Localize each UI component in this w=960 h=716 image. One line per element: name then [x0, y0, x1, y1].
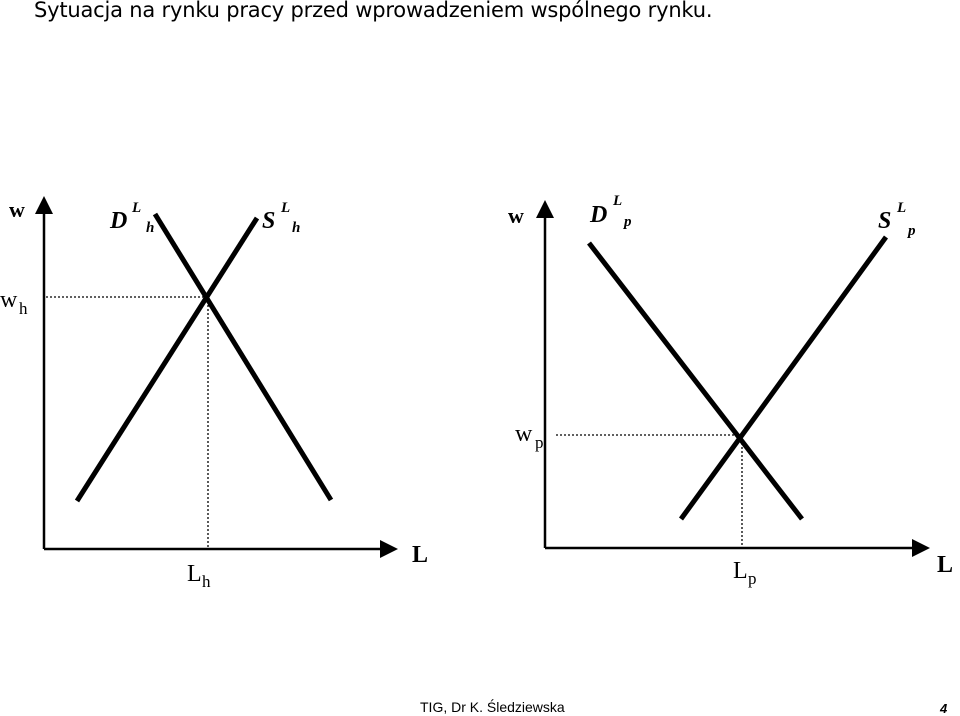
right-eq-labor-label: L p	[733, 558, 757, 588]
right-y-axis-label: w	[508, 203, 524, 228]
right-supply-curve	[678, 235, 889, 521]
right-eq-wage-main: w	[515, 421, 533, 447]
left-supply-label-sub: h	[292, 220, 300, 236]
left-x-axis-arrow	[380, 540, 398, 558]
left-eq-labor-label: L h	[187, 561, 211, 591]
left-demand-label: D L h	[109, 200, 154, 236]
left-supply-label-sup: L	[280, 200, 290, 216]
left-x-axis-label: L	[412, 542, 428, 568]
right-demand-curve	[587, 241, 804, 521]
right-demand-label-sub: p	[622, 214, 632, 230]
right-supply-label-sub: p	[906, 223, 916, 239]
left-panel: w L D L h S L h w h L h	[0, 196, 428, 591]
right-supply-label: S L p	[878, 200, 916, 239]
left-y-axis-arrow	[35, 196, 53, 214]
left-supply-label: S L h	[262, 200, 300, 236]
right-panel: w L D L p S L p w p L p	[508, 193, 953, 588]
left-eq-labor-sub: h	[202, 572, 211, 591]
left-eq-wage-sub: h	[19, 299, 28, 318]
right-eq-wage-label: w p	[515, 421, 544, 452]
left-supply-curve	[74, 216, 260, 503]
left-eq-wage-main: w	[0, 287, 18, 313]
left-demand-label-sub: h	[146, 220, 154, 236]
left-demand-curve	[152, 212, 334, 502]
right-x-axis-label: L	[937, 552, 953, 578]
right-demand-label-sup: L	[612, 193, 622, 209]
right-demand-label-main: D	[589, 202, 607, 228]
right-eq-wage-sub: p	[535, 433, 544, 452]
right-supply-label-main: S	[878, 208, 891, 234]
right-y-axis-arrow	[536, 200, 554, 218]
right-x-axis-arrow	[912, 539, 930, 557]
left-demand-label-sup: L	[131, 200, 141, 216]
left-y-axis-label: w	[9, 197, 25, 222]
left-eq-labor-main: L	[187, 561, 202, 587]
left-eq-wage-label: w h	[0, 287, 28, 318]
right-supply-label-sup: L	[896, 200, 906, 216]
left-supply-label-main: S	[262, 208, 275, 234]
right-eq-labor-main: L	[733, 558, 748, 584]
right-eq-labor-sub: p	[748, 569, 757, 588]
left-demand-label-main: D	[109, 208, 127, 234]
right-demand-label: D L p	[589, 193, 632, 230]
footer-credit: TIG, Dr K. Śledziewska	[420, 699, 565, 715]
page-number: 4	[940, 701, 948, 716]
slide-title: Sytuacja na rynku pracy przed wprowadzen…	[34, 0, 713, 22]
